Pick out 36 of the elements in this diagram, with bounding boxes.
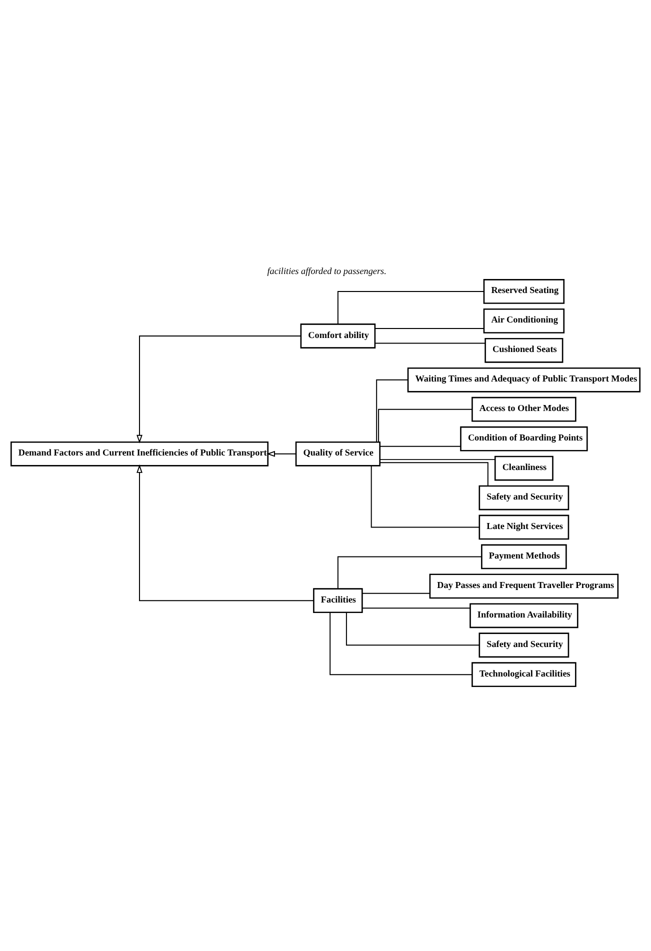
connector xyxy=(374,328,484,329)
node-box: Demand Factors and Current Inefficiencies of Public Transport xyxy=(10,441,269,466)
node-box: Condition of Boarding Points xyxy=(460,426,588,452)
node-box: Quality of Service xyxy=(295,441,380,466)
connector xyxy=(362,608,471,609)
node-box: Waiting Times and Adequacy of Public Transport Modes xyxy=(407,367,640,392)
connector xyxy=(346,612,480,646)
node-box: Cleanliness xyxy=(494,456,554,481)
connector xyxy=(362,592,430,594)
caption: facilities afforded to passengers. xyxy=(267,266,386,276)
connector xyxy=(337,556,482,590)
connector xyxy=(378,408,473,442)
connector xyxy=(376,379,408,442)
node-box: Information Availability xyxy=(470,603,578,628)
arrow xyxy=(136,464,314,602)
connector xyxy=(330,612,472,676)
node-box: Comfort ability xyxy=(300,324,376,348)
connector xyxy=(374,342,486,344)
node-box: Cushioned Seats xyxy=(484,338,564,363)
connector xyxy=(379,459,496,460)
node-box: Day Passes and Frequent Traveller Programs xyxy=(429,574,619,599)
connector xyxy=(379,462,488,486)
node-box: Air Conditioning xyxy=(483,308,565,334)
arrow xyxy=(266,450,296,457)
node-box: Reserved Seating xyxy=(483,279,565,304)
node-box: Late Night Services xyxy=(478,514,570,540)
node-box: Safety and Security xyxy=(478,485,570,510)
connector xyxy=(379,446,462,447)
node-box: Technological Facilities xyxy=(472,662,576,688)
node-box: Safety and Security xyxy=(478,632,570,658)
node-box: Payment Methods xyxy=(481,544,567,570)
connector xyxy=(370,466,480,528)
node-box: Access to Other Modes xyxy=(472,396,576,422)
connector xyxy=(337,290,484,325)
arrow xyxy=(136,336,302,444)
node-box: Facilities xyxy=(313,588,363,614)
